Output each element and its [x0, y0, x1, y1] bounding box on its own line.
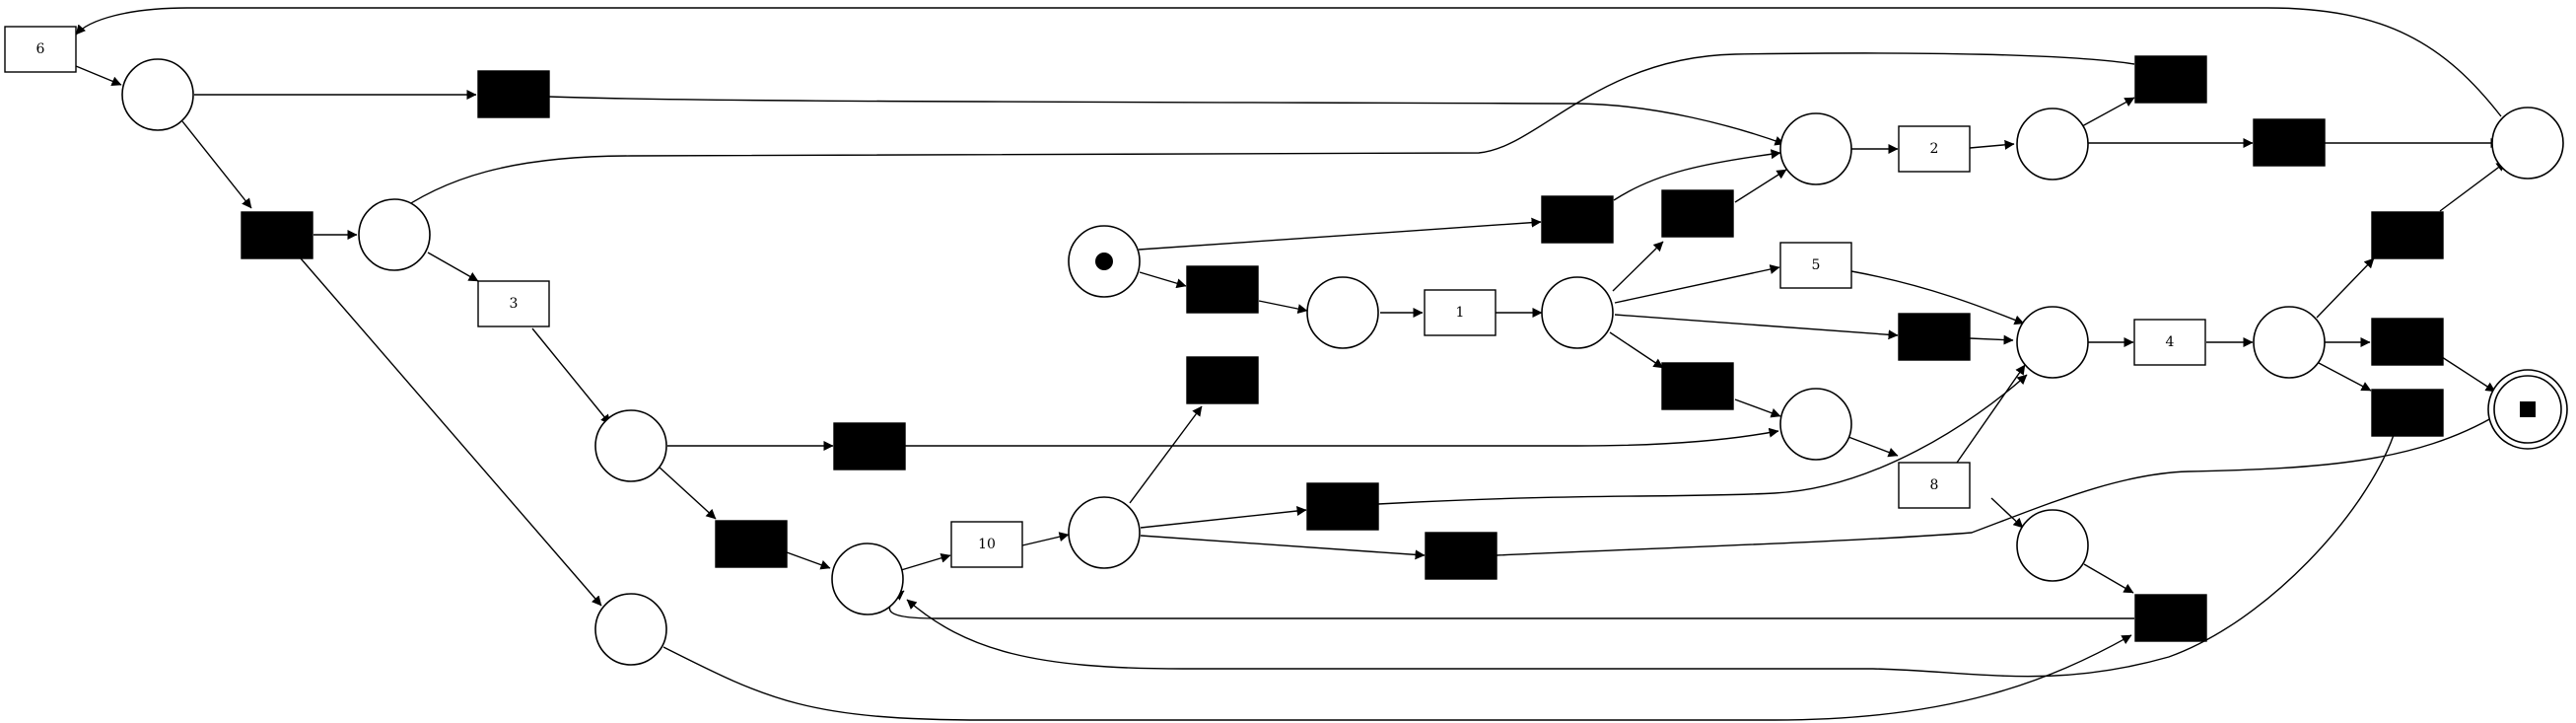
- transition-1: 1: [1424, 289, 1497, 336]
- places: [121, 58, 2568, 666]
- place: [594, 409, 667, 482]
- arc-s1-p10: [548, 96, 1785, 146]
- arc-s16-p18: [2439, 161, 2507, 212]
- arc-p3-s4: [658, 466, 717, 520]
- arc-s10-p5: [888, 590, 2134, 619]
- arc-p1-s2: [181, 120, 252, 209]
- arc-t8-p12: [1956, 364, 2026, 464]
- silent-transition: [477, 70, 550, 118]
- transition-6: 6: [4, 26, 77, 73]
- arc-t10-p6: [1021, 532, 1070, 546]
- arc-p5-t10: [900, 552, 951, 571]
- arc-t3-p3: [531, 327, 611, 425]
- place: [1779, 388, 1852, 461]
- arc-s9-p7: [1258, 300, 1308, 314]
- silent-transition: [2371, 318, 2444, 366]
- token: [1095, 253, 1113, 270]
- place: [2253, 306, 2326, 379]
- transition-label: 6: [36, 41, 45, 57]
- place: [1068, 496, 1141, 569]
- silent-transition: [1541, 195, 1614, 244]
- arc-p4-s10: [662, 634, 2132, 721]
- end-place: [2487, 369, 2568, 450]
- silent-transition: [1425, 532, 1497, 580]
- arc-p18-t6: [75, 7, 2502, 117]
- place: [2016, 108, 2089, 181]
- silent-transition: [833, 422, 906, 470]
- silent-transition: [1186, 356, 1259, 404]
- arc-p14-s17: [2318, 362, 2372, 392]
- arc-s17-p5: [906, 434, 2395, 678]
- arc-p2-t3: [427, 252, 479, 282]
- transition-5: 5: [1779, 242, 1852, 289]
- transition-4: 4: [2133, 319, 2206, 366]
- arc-p8-s12: [1614, 314, 1899, 340]
- arc-s13-p11: [1734, 398, 1781, 418]
- arc-p13-s10: [2083, 563, 2134, 594]
- arc-p9-s14: [2081, 97, 2135, 127]
- silent-transition: [2134, 594, 2207, 642]
- transition-label: 4: [2166, 334, 2175, 350]
- silent-transition: [1661, 362, 1734, 410]
- arc-s4-p5: [786, 551, 831, 570]
- arc-p6-s5: [1129, 405, 1203, 504]
- arc-t5-p12: [1850, 270, 2025, 325]
- silent-transition: [2371, 389, 2444, 437]
- arc-s14-p2: [389, 52, 2135, 218]
- arc-p11-t8: [1847, 436, 1899, 458]
- silent-transition: [1898, 313, 1971, 361]
- arc-t6-p1: [75, 65, 122, 86]
- silent-transitions: [241, 55, 2444, 642]
- place: [831, 542, 904, 615]
- arc-pstart-s8: [1138, 217, 1542, 251]
- arc-p6-s7: [1140, 535, 1426, 560]
- transition-label: 5: [1812, 257, 1821, 273]
- place: [594, 593, 667, 666]
- place: [1541, 276, 1614, 349]
- arc-p14-s16: [2316, 257, 2375, 319]
- arc-t2-p9: [1969, 139, 2015, 150]
- place: [1306, 276, 1379, 349]
- arc-pstart-s9: [1139, 271, 1187, 289]
- silent-transition: [715, 520, 788, 568]
- arc-s7-pend: [1496, 413, 2499, 556]
- silent-transition: [241, 211, 313, 259]
- arc-s12-p12: [1969, 334, 2014, 345]
- arc-s11-p10: [1734, 169, 1787, 203]
- silent-transition: [1186, 265, 1259, 314]
- transition-label: 3: [510, 296, 519, 312]
- transition-10: 10: [950, 521, 1023, 568]
- place: [2491, 107, 2564, 180]
- arc-s3-p11: [905, 427, 1779, 447]
- place: [2016, 509, 2089, 582]
- arc-s2-p4: [300, 257, 602, 607]
- arc-p6-s6: [1140, 506, 1307, 529]
- arc-p8-s13: [1609, 331, 1664, 369]
- arc-p8-s11: [1612, 241, 1664, 292]
- transition-label: 2: [1930, 141, 1939, 157]
- silent-transition: [2253, 118, 2326, 167]
- transition-3: 3: [477, 280, 550, 327]
- arc-t8-p13: [1990, 497, 2024, 529]
- silent-transition: [1306, 482, 1379, 531]
- transition-2: 2: [1898, 125, 1971, 173]
- transition-label: 1: [1456, 305, 1465, 321]
- arc-s8-p10: [1613, 149, 1781, 201]
- place: [1779, 112, 1852, 185]
- transitions: 6 3 10 1 5 2 8 4: [4, 26, 2206, 568]
- transition-8: 8: [1898, 462, 1971, 509]
- arc-p8-t5: [1614, 264, 1780, 304]
- silent-transition: [2371, 211, 2444, 259]
- arc-s18-pend: [2441, 356, 2496, 393]
- silent-transition: [1661, 189, 1734, 238]
- silent-transition: [2134, 55, 2207, 104]
- arcs: [75, 7, 2507, 721]
- place: [358, 198, 431, 271]
- arc-s6-p12: [1377, 374, 2028, 505]
- transition-label: 8: [1930, 477, 1939, 493]
- transition-label: 10: [978, 537, 996, 552]
- place: [2016, 306, 2089, 379]
- place: [121, 58, 194, 131]
